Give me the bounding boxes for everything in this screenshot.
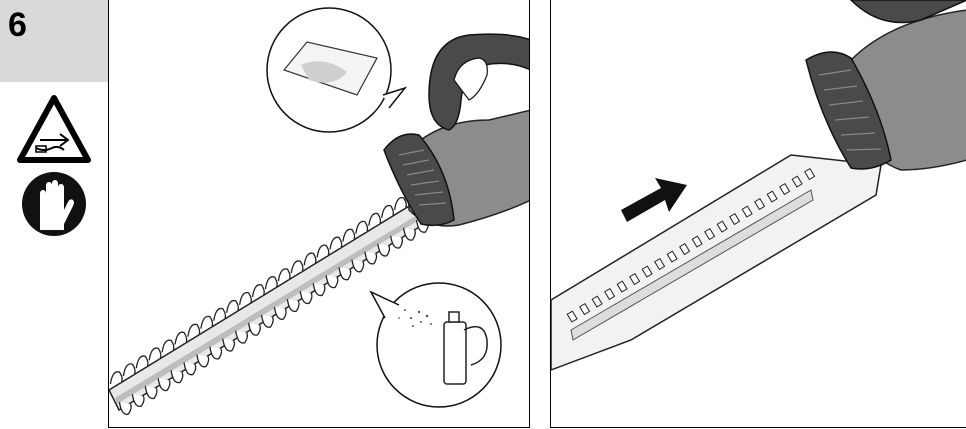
blade-tooth: [365, 252, 377, 264]
blade-tooth: [175, 332, 187, 344]
blade-tooth: [223, 339, 235, 351]
hedge-trimmer-body: [806, 0, 966, 170]
blade-tooth: [378, 244, 390, 256]
blade-tooth: [265, 277, 277, 289]
safety-icons: [0, 90, 108, 240]
blade-tooth: [330, 237, 342, 249]
blade-tooth: [145, 386, 157, 398]
blade-tooth: [240, 293, 252, 305]
warning-triangle-blade-icon: [0, 90, 108, 170]
spray-callout: [371, 283, 501, 407]
blade-tooth: [291, 261, 303, 273]
blade-tooth: [162, 340, 174, 352]
blade-tooth: [300, 291, 312, 303]
step-number-box: 6: [0, 0, 108, 82]
blade-tooth: [369, 213, 381, 225]
blade-tooth: [339, 267, 351, 279]
blade-tooth: [123, 364, 135, 376]
blade-tooth: [253, 285, 265, 297]
blade-tooth: [395, 198, 407, 210]
blade-tooth: [227, 301, 239, 313]
blade-tooth: [197, 355, 209, 367]
arrow-icon: [621, 178, 687, 222]
blade-tooth: [274, 307, 286, 319]
blade-tooth: [110, 372, 122, 384]
blade-tooth: [352, 260, 364, 272]
blade-tooth: [391, 236, 403, 248]
blade-tooth: [326, 275, 338, 287]
blade-tooth: [262, 315, 274, 327]
blade-tooth: [236, 331, 248, 343]
blade-tooth: [356, 221, 368, 233]
blade-tooth: [136, 356, 148, 368]
blade-tooth: [249, 323, 261, 335]
blade-tooth: [149, 348, 161, 360]
hedge-trimmer-body: [384, 34, 530, 226]
cleaning-panel: [108, 0, 530, 428]
step-number: 6: [8, 6, 27, 45]
cloth-callout: [267, 8, 405, 132]
blade-tooth: [119, 402, 131, 414]
blade-cover-panel: [550, 0, 966, 428]
blade-tooth: [184, 362, 196, 374]
blade-tooth: [132, 394, 144, 406]
blade-tooth: [214, 308, 226, 320]
blade-cover-illustration: [551, 0, 966, 428]
blade-tooth: [317, 245, 329, 257]
blade-tooth: [210, 347, 222, 359]
blade-tooth: [171, 370, 183, 382]
blade-tooth: [343, 229, 355, 241]
cleaning-illustration: [109, 0, 530, 428]
blade-tooth: [188, 324, 200, 336]
blade-tooth: [287, 299, 299, 311]
blade-cover: [551, 155, 881, 370]
blade-tooth: [201, 316, 213, 328]
blade-tooth: [158, 378, 170, 390]
blade-tooth: [404, 228, 416, 240]
blade-tooth: [313, 283, 325, 295]
blade-tooth: [278, 269, 290, 281]
wear-gloves-icon: [0, 170, 108, 240]
blade-tooth: [382, 206, 394, 218]
blade-tooth: [304, 253, 316, 265]
